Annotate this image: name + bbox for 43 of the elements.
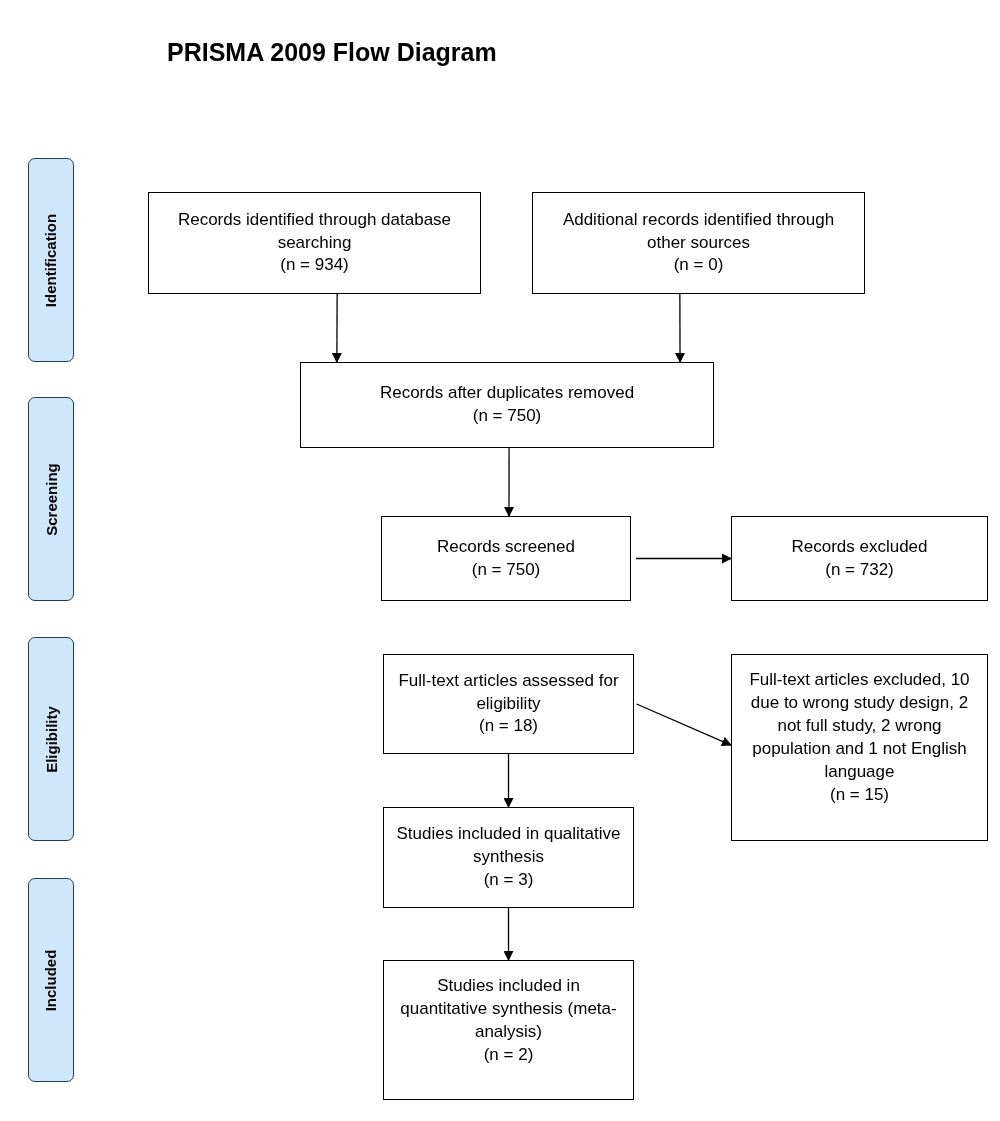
arrow xyxy=(503,753,514,808)
record-count: (n = 750) xyxy=(471,558,541,581)
arrow xyxy=(635,703,732,747)
phase-band xyxy=(28,397,74,601)
box-text: Records screened xyxy=(437,535,575,558)
phase-band xyxy=(28,637,74,841)
process-box xyxy=(731,516,988,601)
record-count: (n = 2) xyxy=(483,1043,534,1066)
box-text: Records after duplicates removed xyxy=(379,382,635,405)
box-text: Records excluded xyxy=(791,535,928,558)
phase-label: Identification xyxy=(42,213,60,307)
arrow xyxy=(331,293,342,363)
record-count: (n = 18) xyxy=(478,715,539,738)
record-count: (n = 15) xyxy=(829,783,890,806)
process-box xyxy=(383,807,634,908)
arrow xyxy=(675,293,686,363)
record-count: (n = 934) xyxy=(280,254,349,277)
phase-label: Included xyxy=(42,949,60,1011)
diagram-title: PRISMA 2009 Flow Diagram xyxy=(167,38,497,67)
process-box xyxy=(300,362,714,448)
arrow xyxy=(635,553,732,564)
box-text: Records identified through database searching xyxy=(176,208,453,254)
box-text: Full-text articles excluded, 10 due to wrong study design, 2 not full study, 2 wrong population and 1 not English language xyxy=(748,669,971,783)
box-text: Additional records identified through other sources xyxy=(561,208,836,254)
phase-band xyxy=(28,878,74,1082)
phase-label: Screening xyxy=(42,462,60,536)
process-box xyxy=(532,192,865,294)
process-box xyxy=(383,960,634,1100)
process-box xyxy=(381,516,631,601)
box-text: Studies included in quantitative synthesis (meta-analysis) xyxy=(399,975,618,1043)
box-text: Studies included in qualitative synthesis xyxy=(395,823,622,869)
arrow xyxy=(503,907,514,961)
record-count: (n = 750) xyxy=(472,405,542,427)
phase-band xyxy=(28,158,74,362)
process-box xyxy=(731,654,988,841)
record-count: (n = 0) xyxy=(673,254,724,277)
record-count: (n = 732) xyxy=(825,558,894,581)
process-box xyxy=(383,654,634,754)
box-text: Full-text articles assessed for eligibility xyxy=(397,669,620,715)
phase-label: Eligibility xyxy=(42,705,60,773)
process-box xyxy=(148,192,481,294)
record-count: (n = 3) xyxy=(483,868,534,891)
arrow xyxy=(504,447,514,517)
